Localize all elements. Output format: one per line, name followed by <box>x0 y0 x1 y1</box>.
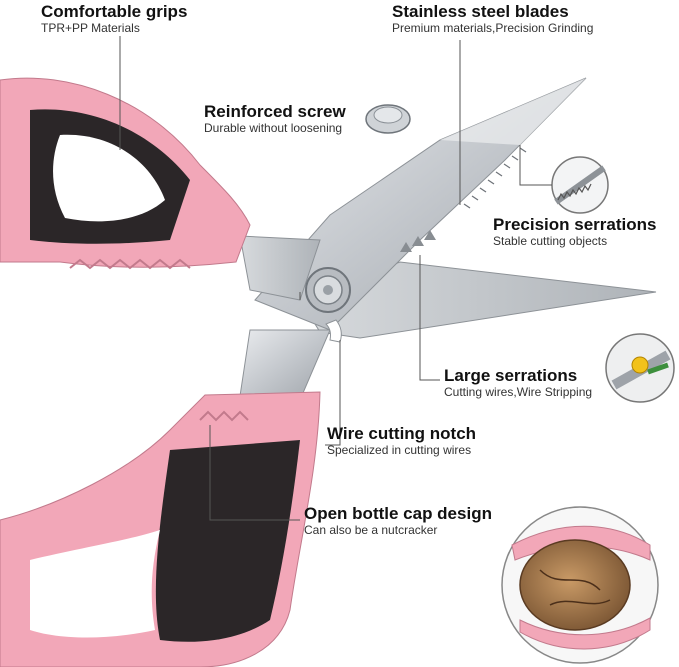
feature-large-serrations: Large serrations Cutting wires,Wire Stri… <box>444 366 592 400</box>
feature-title: Reinforced screw <box>204 102 346 121</box>
feature-title: Open bottle cap design <box>304 504 492 523</box>
callout-lines <box>119 36 552 521</box>
feature-title: Stainless steel blades <box>392 2 569 21</box>
lower-handle <box>0 391 321 667</box>
feature-title: Wire cutting notch <box>327 424 477 443</box>
screw-thumbnail <box>365 104 411 134</box>
feature-subtitle: Durable without loosening <box>204 121 343 135</box>
feature-blades: Stainless steel blades Premium materials… <box>392 2 593 36</box>
feature-subtitle: Cutting wires,Wire Stripping <box>444 385 593 399</box>
feature-subtitle: TPR+PP Materials <box>41 21 140 35</box>
upper-handle <box>0 77 251 270</box>
wire-detail-icon <box>605 333 675 403</box>
feature-title: Large serrations <box>444 366 578 385</box>
wire-notch <box>325 319 342 343</box>
feature-grips: Comfortable grips TPR+PP Materials <box>41 2 187 36</box>
feature-subtitle: Premium materials,Precision Grinding <box>392 21 594 35</box>
feature-screw: Reinforced screw Durable without looseni… <box>204 102 346 136</box>
feature-wire-notch: Wire cutting notch Specialized in cuttin… <box>327 424 476 458</box>
large-serrations <box>400 230 436 252</box>
feature-title: Precision serrations <box>493 215 657 234</box>
precision-detail-icon <box>551 156 609 214</box>
feature-subtitle: Stable cutting objects <box>493 234 608 248</box>
pivot-screw <box>305 267 351 313</box>
feature-subtitle: Specialized in cutting wires <box>327 443 472 457</box>
precision-serrations <box>463 147 527 209</box>
nutcracker-detail-icon <box>501 506 659 664</box>
feature-title: Comfortable grips <box>41 2 188 21</box>
feature-bottle-cap: Open bottle cap design Can also be a nut… <box>304 504 492 538</box>
feature-precision-serrations: Precision serrations Stable cutting obje… <box>493 215 656 249</box>
upper-blade <box>254 77 587 331</box>
feature-subtitle: Can also be a nutcracker <box>304 523 438 537</box>
